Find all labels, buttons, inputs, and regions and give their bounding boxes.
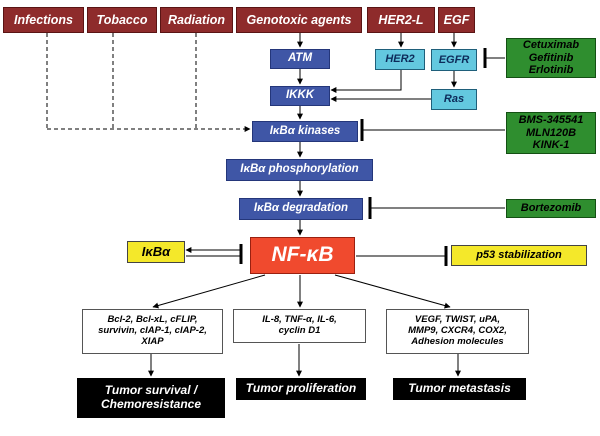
drug-bms-345541: BMS-345541 [518,114,584,127]
node-nfkb: NF-κB [250,237,355,274]
drug-bortezomib: Bortezomib [506,199,596,218]
node-ikkk: IKKK [270,86,330,106]
node-ikba-phosphorylation: IκBα phosphorylation [226,159,373,181]
outcome-survival-line-2: Chemoresistance [100,397,202,411]
drug-kink-1: KINK-1 [532,139,570,152]
node-atm: ATM [270,49,330,69]
node-ikba-kinases: IκBα kinases [252,121,358,142]
arrow-nfkb-survival-genes [152,274,266,309]
targets-proliferation-genes: IL-8, TNF-α, IL-6, cyclin D1 [233,309,366,343]
feedback-p53-stabilization: p53 stabilization [451,245,587,266]
survival-genes-line-3: XIAP [141,335,164,347]
dashed-stimulus-lines [46,33,251,132]
node-ras: Ras [431,89,477,110]
stimulus-egf: EGF [438,7,475,33]
metastasis-genes-line-3: Adhesion molecules [411,335,504,347]
outcome-metastasis: Tumor metastasis [393,378,526,400]
inhibitors-kinase: BMS-345541 MLN120B KINK-1 [506,112,596,154]
survival-genes-line-2: survivin, cIAP-1, cIAP-2, [98,325,207,337]
proliferation-genes-line-2: cyclin D1 [278,325,321,336]
stimulus-her2-ligand: HER2-L [367,7,435,33]
stimulus-tobacco: Tobacco [87,7,157,33]
drug-mln120b: MLN120B [525,126,577,139]
arrow-her2-ikkk [330,69,402,93]
drug-erlotinib: Erlotinib [528,64,574,77]
drug-gefitinib: Gefitinib [528,51,574,64]
inhibitors-egfr: Cetuximab Gefitinib Erlotinib [506,38,596,78]
arrow-nfkb-metastasis-genes [334,274,451,309]
survival-genes-line-1: Bcl-2, Bcl-xL, cFLIP, [107,314,198,326]
stimulus-infections: Infections [3,7,84,33]
targets-survival-genes: Bcl-2, Bcl-xL, cFLIP, survivin, cIAP-1, … [82,309,223,354]
node-ikba-degradation: IκBα degradation [239,198,363,220]
proliferation-genes-line-1: IL-8, TNF-α, IL-6, [262,314,337,326]
targets-metastasis-genes: VEGF, TWIST, uPA, MMP9, CXCR4, COX2, Adh… [386,309,529,354]
outcome-survival-line-1: Tumor survival / [104,383,198,398]
outcome-proliferation: Tumor proliferation [236,378,366,400]
node-her2: HER2 [375,49,425,70]
drug-cetuximab: Cetuximab [522,39,580,52]
metastasis-genes-line-2: MMP9, CXCR4, COX2, [408,325,507,337]
metastasis-genes-line-1: VEGF, TWIST, uPA, [414,314,501,326]
outcome-survival: Tumor survival / Chemoresistance [77,378,225,418]
stimulus-radiation: Radiation [160,7,233,33]
stimulus-genotoxic-agents: Genotoxic agents [236,7,362,33]
node-egfr: EGFR [431,49,477,71]
feedback-ikba: IκBα [127,241,185,263]
